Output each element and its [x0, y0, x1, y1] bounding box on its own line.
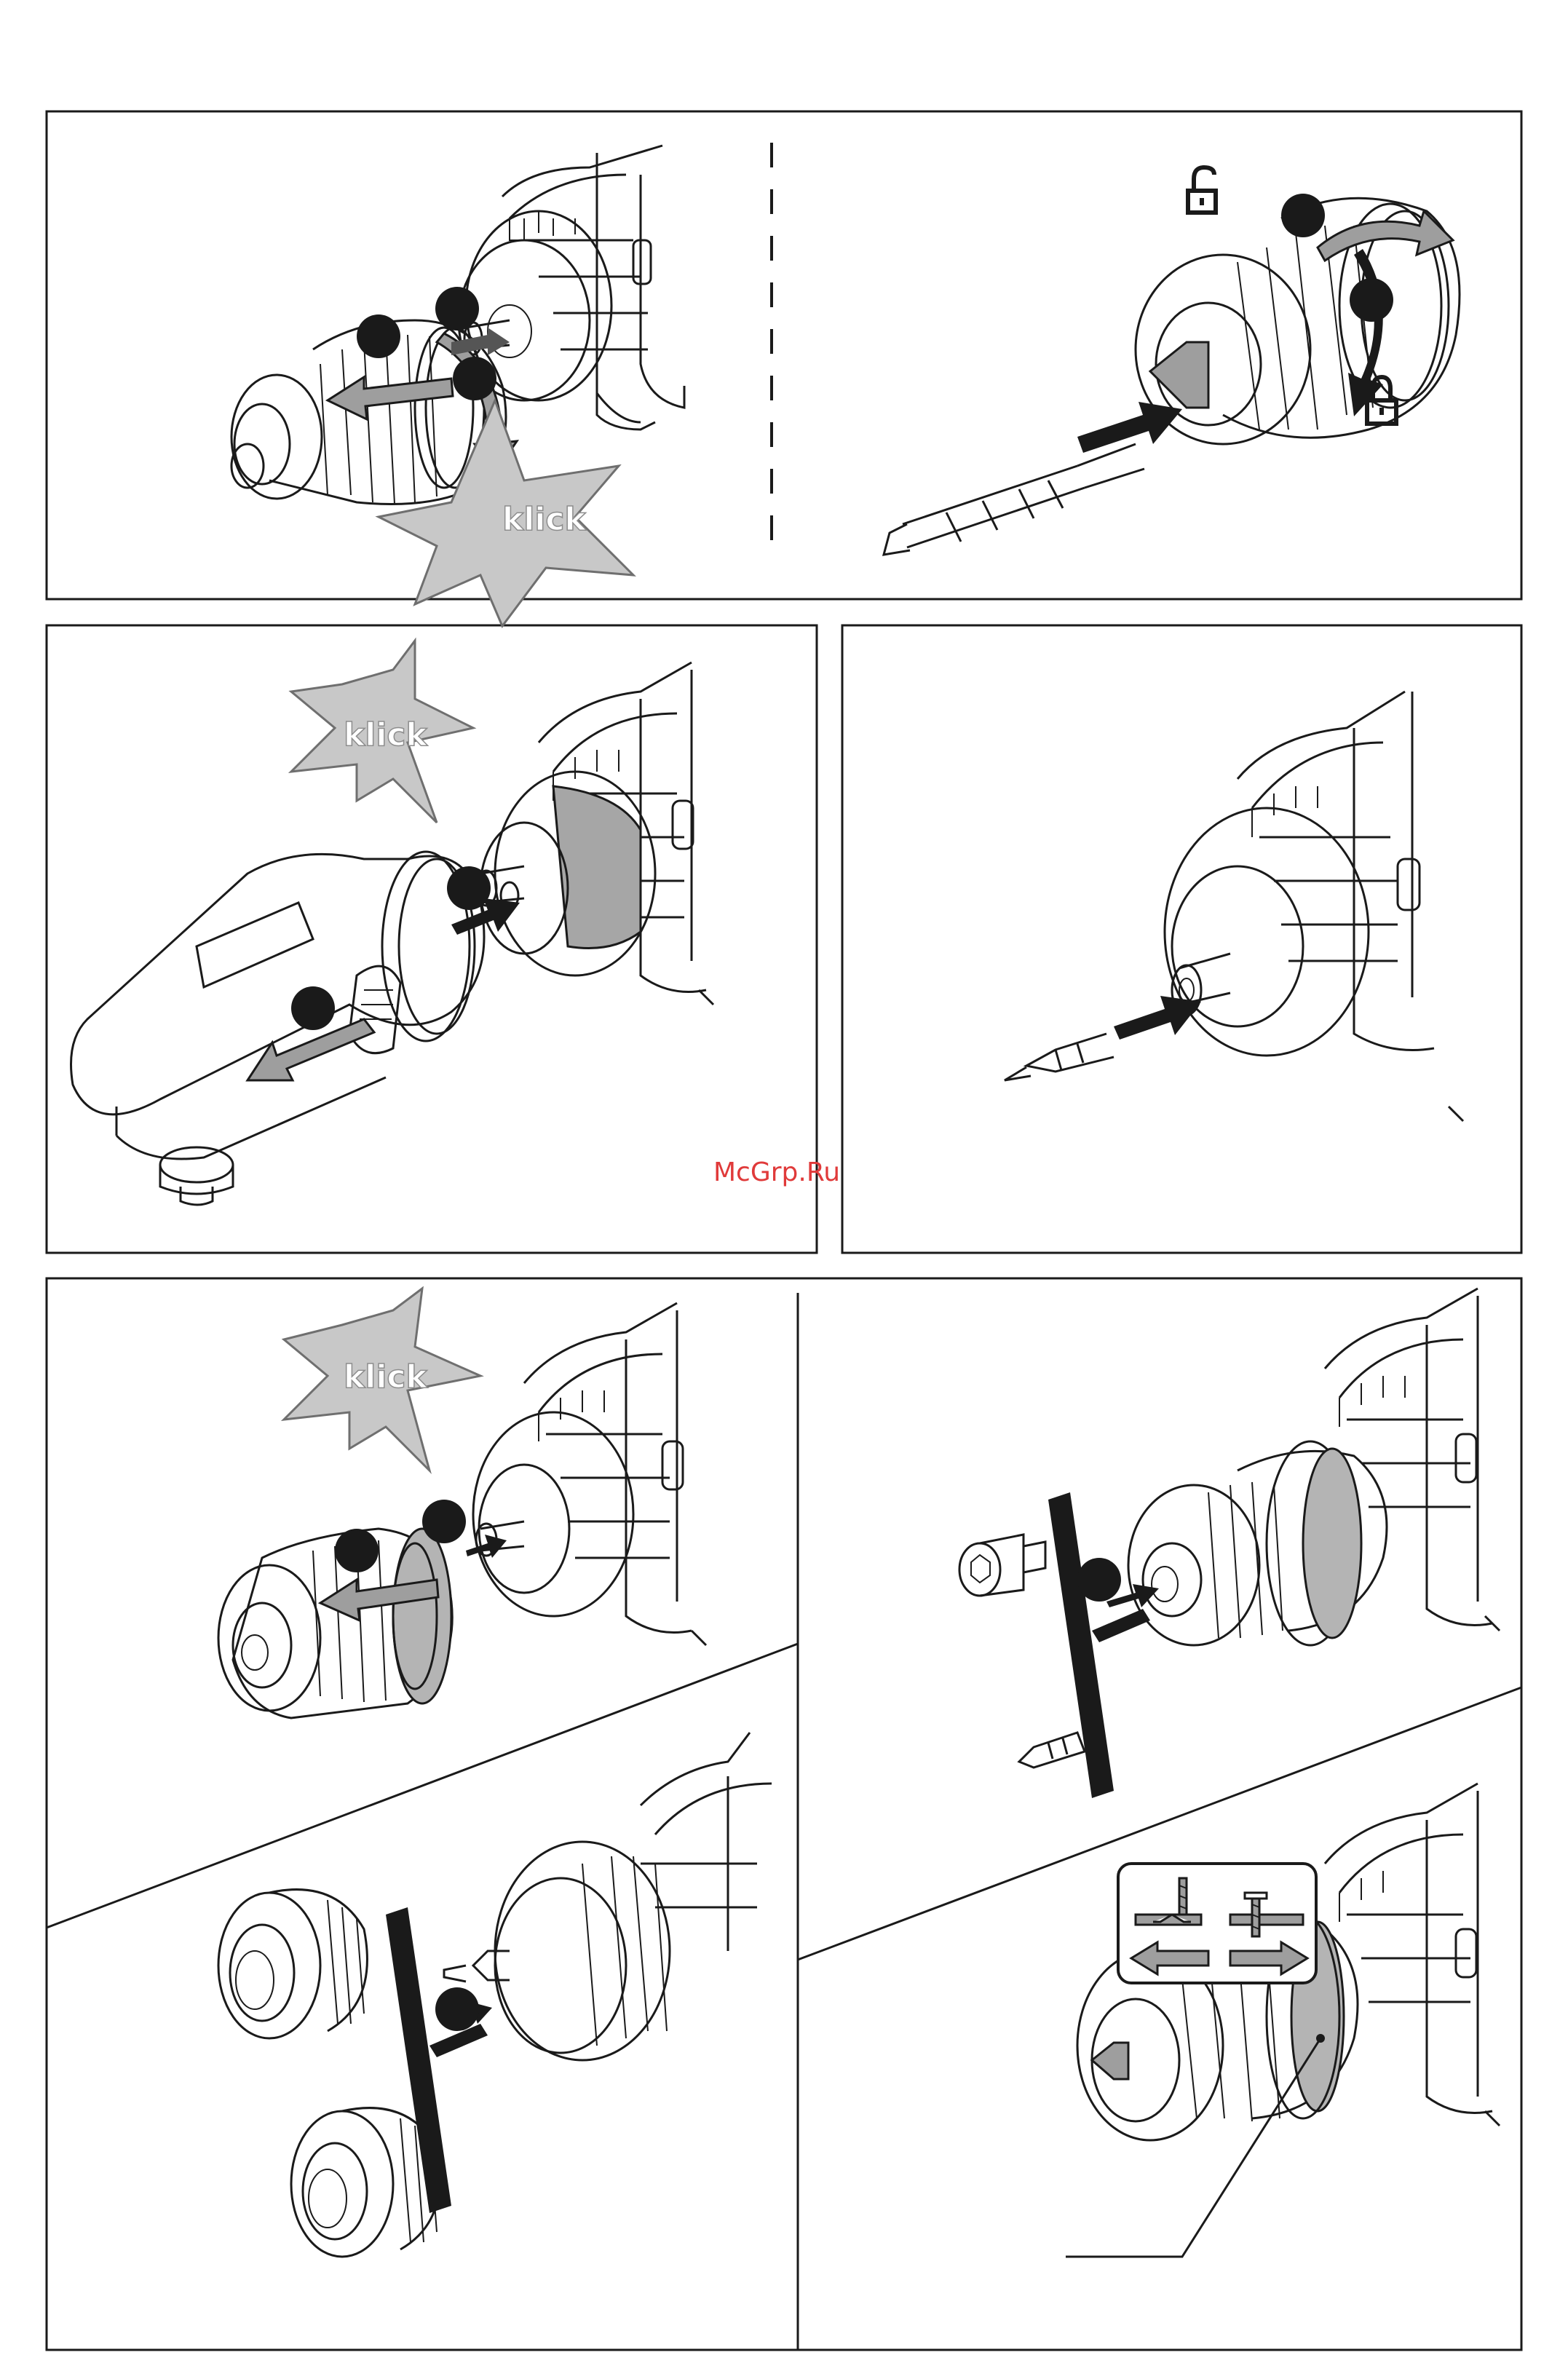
- klick-label: klick: [344, 716, 429, 753]
- step-marker: [1077, 1558, 1121, 1602]
- panel-3-bit-insertion: [1005, 692, 1463, 1121]
- screwdriver-bit: [1005, 1034, 1114, 1080]
- step-marker: [291, 986, 335, 1030]
- step-marker: [335, 1529, 379, 1572]
- push-arrow-small: [466, 1535, 507, 1558]
- step-marker: [447, 866, 491, 910]
- panel-4-frame: [47, 1278, 1521, 2350]
- small-bit: [1019, 1733, 1085, 1768]
- quick-chuck-removed: [218, 1529, 452, 1718]
- step-marker: [435, 287, 479, 330]
- panel-3-frame: [842, 625, 1521, 1253]
- panel-4-top-right-bit-options: [959, 1289, 1500, 1798]
- panel-1-right-bit-insertion: [884, 167, 1460, 555]
- panel-1-left-chuck-removal: klick: [231, 146, 684, 626]
- selection-bracket: [1048, 1492, 1150, 1798]
- step-marker: [1350, 278, 1393, 322]
- padlock-open-icon: [1188, 167, 1216, 213]
- step-marker: [435, 1987, 479, 2031]
- klick-label: klick: [502, 501, 587, 538]
- step-marker: [453, 357, 496, 400]
- panel-2-angle-attachment: klick: [71, 641, 714, 1205]
- panel-4-top-left-chuck-removal: klick: [218, 1289, 706, 1718]
- drill-bit: [884, 444, 1144, 555]
- insert-arrow: [1114, 996, 1201, 1040]
- panel-1-frame: [47, 111, 1521, 599]
- interchangeable-head-1: [218, 1890, 367, 2038]
- socket-adapter: [959, 1535, 1045, 1596]
- unlock-rotation-arrow: [1318, 211, 1453, 261]
- step-marker: [422, 1500, 466, 1543]
- step-marker: [1281, 194, 1325, 237]
- klick-burst: klick: [291, 641, 473, 823]
- watermark-text: McGrp.Ru: [713, 1157, 859, 1187]
- panel-4-bottom-left-head-exchange: [218, 1733, 772, 2257]
- klick-burst: klick: [284, 1289, 480, 1471]
- panel-4-bottom-right-depth-stop: [1066, 1784, 1500, 2257]
- angle-head: [71, 852, 485, 1205]
- selection-bracket: [386, 1907, 488, 2213]
- step-marker: [357, 314, 400, 358]
- mode-selector-inset: [1118, 1864, 1316, 1983]
- klick-label: klick: [344, 1358, 429, 1396]
